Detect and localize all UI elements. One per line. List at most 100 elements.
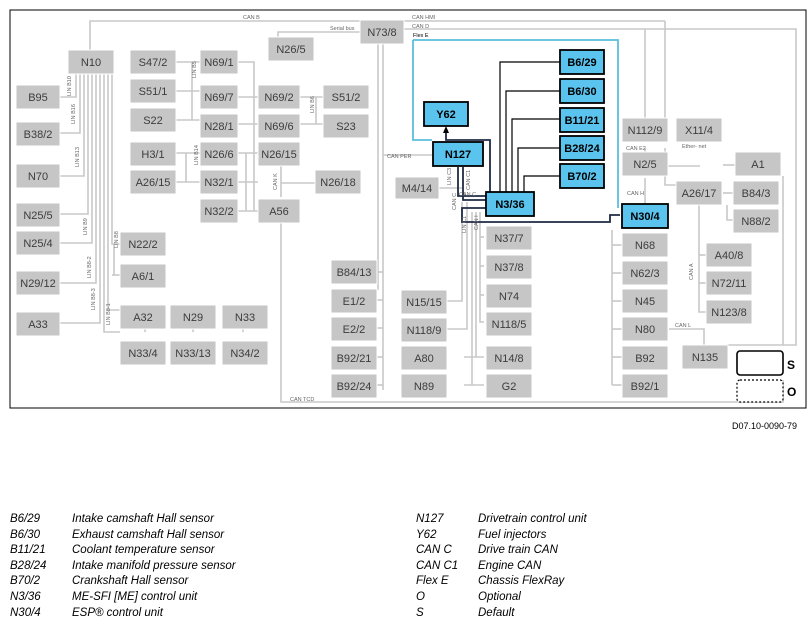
bus-label: LIN B10 [67, 76, 73, 96]
box-label: N69/7 [204, 92, 233, 104]
bus-label: LIN B13 [75, 147, 81, 167]
box-label: B84/3 [742, 188, 771, 200]
legend-code: Flex E [416, 575, 449, 588]
box-s23: S23 [322, 113, 370, 139]
box-frame [15, 202, 61, 228]
box-n25-4: N25/4 [15, 230, 61, 256]
box-frame [257, 113, 301, 139]
default-key-label: S [787, 358, 795, 372]
box-frame [681, 344, 729, 370]
box-frame [15, 270, 61, 296]
box-n26-18: N26/18 [314, 169, 362, 195]
box-frame [485, 225, 533, 251]
box-n34-2: N34/2 [221, 340, 269, 366]
box-n14-8: N14/8 [485, 345, 533, 371]
box-frame [705, 270, 753, 296]
box-label: N26/6 [204, 149, 233, 161]
box-n123-8: N123/8 [705, 299, 753, 325]
box-s22: S22 [129, 107, 177, 133]
box-frame [67, 49, 115, 75]
box-n33-4: N33/4 [119, 340, 167, 366]
box-label: E2/2 [343, 324, 366, 336]
bus-label: CAN C [459, 192, 476, 198]
box-label: N69/2 [264, 92, 293, 104]
box-frame [621, 151, 669, 177]
box-frame [129, 49, 177, 75]
box-n33-13: N33/13 [169, 340, 217, 366]
box-label: N22/2 [128, 239, 157, 251]
box-label: N32/2 [204, 206, 233, 218]
box-label: N127 [445, 149, 471, 161]
box-n37-7: N37/7 [485, 225, 533, 251]
box-label: N14/8 [494, 353, 523, 365]
box-frame [705, 299, 753, 325]
box-m4-14: M4/14 [394, 176, 440, 200]
box-label: B92 [635, 353, 655, 365]
box-n29: N29 [169, 304, 217, 330]
boxes-layer: N10B95B38/2N70N25/5N25/4N29/12A33S47/2S5… [15, 19, 782, 399]
box-x11-4: X11/4 [675, 117, 723, 143]
box-label: A32 [133, 312, 153, 324]
box-b92: B92 [621, 345, 669, 371]
box-n26-15: N26/15 [257, 141, 301, 167]
bus-label: CAN PER [387, 154, 411, 160]
box-n69-2: N69/2 [257, 84, 301, 110]
box-label: N32/1 [204, 177, 233, 189]
box-n112-9: N112/9 [621, 117, 669, 143]
box-frame [129, 169, 177, 195]
box-label: N10 [81, 57, 101, 69]
bus-label: CAN HMI [412, 15, 436, 21]
legend-code: CAN C [416, 544, 452, 557]
box-label: M4/14 [402, 183, 433, 195]
bus-label: Serial bus [330, 26, 355, 32]
box-frame [400, 289, 448, 315]
box-frame [199, 198, 239, 224]
box-frame [423, 101, 469, 127]
box-label: S51/1 [139, 86, 168, 98]
box-label: X11/4 [685, 125, 713, 137]
box-label: N3/36 [495, 199, 524, 211]
box-label: N88/2 [741, 216, 770, 228]
bus-label: LIN B6 [310, 96, 316, 113]
box-n88-2: N88/2 [732, 208, 780, 234]
box-frame [734, 151, 782, 177]
box-frame [400, 373, 448, 399]
box-n3-36: N3/36 [485, 191, 535, 217]
box-s51-1: S51/1 [129, 78, 177, 104]
box-frame [621, 345, 669, 371]
bus-label: CAN L [675, 323, 691, 329]
box-frame [119, 340, 167, 366]
box-label: N15/15 [406, 297, 441, 309]
legend-code: B70/2 [10, 575, 41, 588]
box-b6-30: B6/30 [559, 78, 605, 104]
default-key-box [736, 350, 784, 376]
box-b92-21: B92/21 [330, 345, 378, 371]
box-n30-4: N30/4 [621, 203, 669, 229]
box-label: B95 [28, 92, 48, 104]
box-frame [485, 345, 533, 371]
box-label: S23 [336, 121, 356, 133]
box-n2-5: N2/5 [621, 151, 669, 177]
box-label: B6/30 [567, 86, 596, 98]
box-label: N25/5 [23, 210, 52, 222]
box-frame [485, 283, 533, 309]
box-n32-2: N32/2 [199, 198, 239, 224]
bus-label: CAN B [243, 15, 260, 21]
box-frame [199, 49, 239, 75]
optional-key-label: O [787, 385, 796, 399]
box-label: N37/8 [494, 262, 523, 274]
box-frame [732, 208, 780, 234]
legend-description: Default [478, 606, 515, 619]
box-label: N26/18 [320, 177, 355, 189]
bus-label: CAN E2 [626, 146, 646, 152]
box-frame [432, 141, 484, 167]
box-label: S22 [143, 115, 163, 127]
box-e2-2: E2/2 [330, 316, 378, 342]
box-n26-5: N26/5 [267, 36, 315, 62]
legend-description: Intake manifold pressure sensor [72, 559, 236, 572]
box-frame [221, 304, 269, 330]
legend-description: Optional [478, 590, 521, 603]
